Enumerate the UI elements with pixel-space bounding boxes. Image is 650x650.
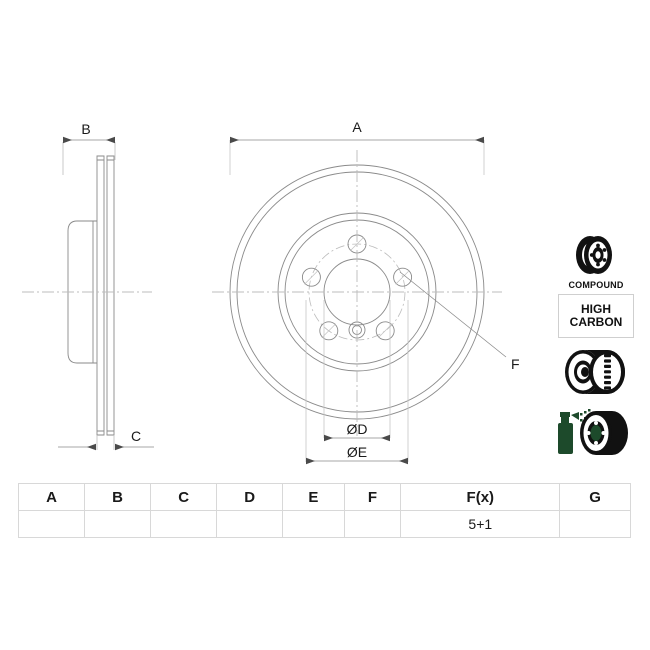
value-cell-fx: 5+1 [400, 510, 561, 538]
dimension-label-OE: ØE [347, 444, 367, 460]
compound-disc-icon: COMPOUND [550, 234, 642, 290]
header-cell-c: C [150, 483, 218, 511]
header-cell-b: B [84, 483, 152, 511]
high-carbon-badge: HIGH CARBON [558, 294, 634, 338]
value-cell-d [216, 510, 284, 538]
dimension-label-F: F [511, 356, 520, 372]
header-cell-fx: F(x) [400, 483, 561, 511]
dimension-OE: ØE [306, 444, 408, 465]
dimension-C: C [58, 428, 154, 451]
compound-caption: COMPOUND [568, 280, 624, 290]
value-cell-b [84, 510, 152, 538]
high-carbon-line2: CARBON [569, 315, 623, 329]
dimension-label-A: A [352, 119, 362, 135]
vented-disc-glyph [565, 350, 625, 394]
table-value-row: 5+1 [17, 510, 631, 538]
value-cell-e [282, 510, 345, 538]
bolt-hole-4 [319, 321, 339, 341]
high-carbon-line1: HIGH [581, 302, 611, 317]
bolt-hole-3 [375, 321, 395, 341]
dimension-spec-table: A B C D E F F(x) G 5+1 [17, 483, 631, 538]
bolt-hole-5 [301, 267, 321, 287]
front-face-view: A [212, 119, 520, 465]
header-cell-f: F [343, 483, 402, 511]
coated-disc-spray-glyph [558, 409, 628, 455]
value-cell-c [150, 510, 218, 538]
leader-F: F [399, 271, 520, 372]
dimension-label-B: B [81, 121, 90, 137]
dimension-label-C: C [131, 428, 141, 444]
side-section-view: B [22, 121, 154, 451]
side-rotor-profile [96, 155, 115, 436]
dimension-A: A [229, 119, 485, 175]
header-cell-g: G [559, 483, 631, 511]
compound-disc-glyph [576, 236, 612, 274]
front-centerlines [212, 150, 502, 436]
header-cell-d: D [216, 483, 284, 511]
dimension-label-OD: ØD [347, 421, 368, 437]
header-cell-e: E [282, 483, 345, 511]
dimension-B: B [62, 121, 116, 175]
value-cell-a [17, 510, 86, 538]
coated-disc-spray-icon [550, 407, 642, 462]
bolt-hole-2 [393, 267, 413, 287]
value-cell-g [559, 510, 631, 538]
projection-lines [305, 300, 409, 462]
dimension-OD: ØD [324, 421, 390, 442]
feature-icon-column: COMPOUND HIGH CARBON [550, 234, 642, 462]
table-header-row: A B C D E F F(x) G [17, 483, 631, 511]
vented-disc-icon [550, 348, 642, 401]
header-cell-a: A [17, 483, 86, 511]
value-cell-f [343, 510, 402, 538]
